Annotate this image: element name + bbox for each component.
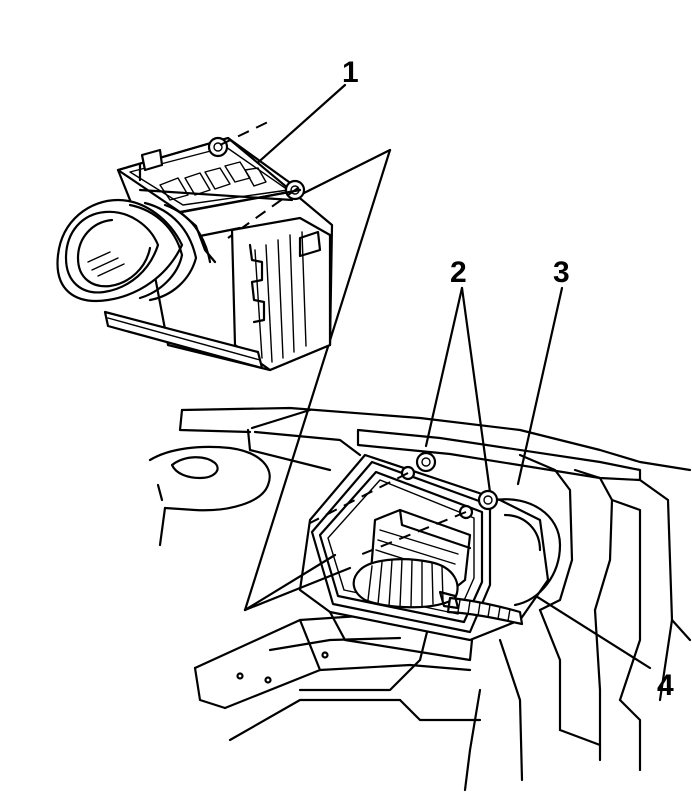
air-cleaner-upper-housing <box>56 121 334 372</box>
engine-bay-body <box>148 406 692 792</box>
air-cleaner-lower-housing <box>298 451 562 662</box>
callout-label-2: 2 <box>450 256 467 289</box>
assembly-guide-lines <box>243 148 392 612</box>
callout-label-3: 3 <box>553 256 570 289</box>
callout-label-1: 1 <box>342 56 359 89</box>
